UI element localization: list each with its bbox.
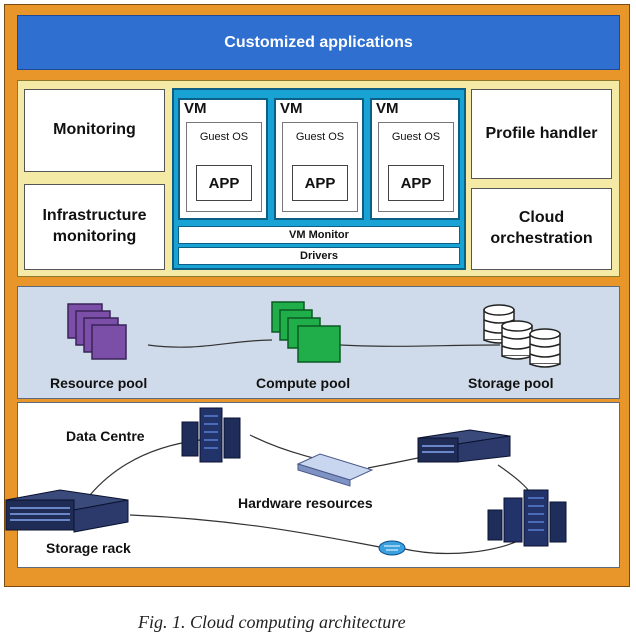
guest-os-box: Guest OS APP (282, 122, 358, 212)
vm-title: VM (280, 100, 303, 117)
hardware-resources-label: Hardware resources (238, 495, 373, 511)
guest-os-label: Guest OS (199, 131, 249, 143)
guest-os-label: Guest OS (391, 131, 441, 143)
profile-handler-label: Profile handler (485, 124, 598, 142)
resource-pool-label: Resource pool (50, 375, 148, 391)
router-icon (378, 540, 406, 556)
monitoring-label: Monitoring (53, 121, 136, 139)
storage-pool-label: Storage pool (468, 375, 554, 391)
app-box: APP (292, 165, 348, 201)
data-centre-server-icon (181, 407, 241, 463)
banner-label: Customized applications (224, 33, 413, 51)
vm-title: VM (184, 100, 207, 117)
guest-os-box: Guest OS APP (378, 122, 454, 212)
drivers-bar: Drivers (178, 247, 460, 265)
infrastructure-monitoring-box: Infrastructure monitoring (24, 184, 165, 270)
storage-rack-icon (5, 489, 129, 533)
app-box: APP (196, 165, 252, 201)
vm-title: VM (376, 100, 399, 117)
server-cluster-icon (487, 489, 567, 547)
app-box: APP (388, 165, 444, 201)
network-switch-icon (296, 453, 374, 487)
vm-box: VM Guest OS APP (274, 98, 364, 220)
cloud-orchestration-label: Cloud orchestration (490, 209, 593, 247)
monitoring-box: Monitoring (24, 89, 165, 172)
compute-pool-icon (271, 301, 341, 363)
storage-rack-label: Storage rack (46, 540, 131, 556)
pool-connector-line (147, 339, 501, 348)
vm-box: VM Guest OS APP (370, 98, 460, 220)
compute-pool-label: Compute pool (256, 375, 351, 391)
figure-caption: Fig. 1. Cloud computing architecture (138, 612, 406, 632)
resource-pool-icon (67, 303, 127, 360)
infrastructure-monitoring-label: Infrastructure monitoring (42, 207, 147, 245)
data-centre-label: Data Centre (66, 428, 145, 444)
server-rack-icon (417, 429, 511, 463)
guest-os-box: Guest OS APP (186, 122, 262, 212)
guest-os-label: Guest OS (295, 131, 345, 143)
customized-applications-banner: Customized applications (17, 15, 620, 70)
storage-pool-icon (483, 304, 561, 368)
vm-monitor-bar: VM Monitor (178, 226, 460, 244)
vm-box: VM Guest OS APP (178, 98, 268, 220)
profile-handler-box: Profile handler (471, 89, 612, 179)
cloud-orchestration-box: Cloud orchestration (471, 188, 612, 270)
